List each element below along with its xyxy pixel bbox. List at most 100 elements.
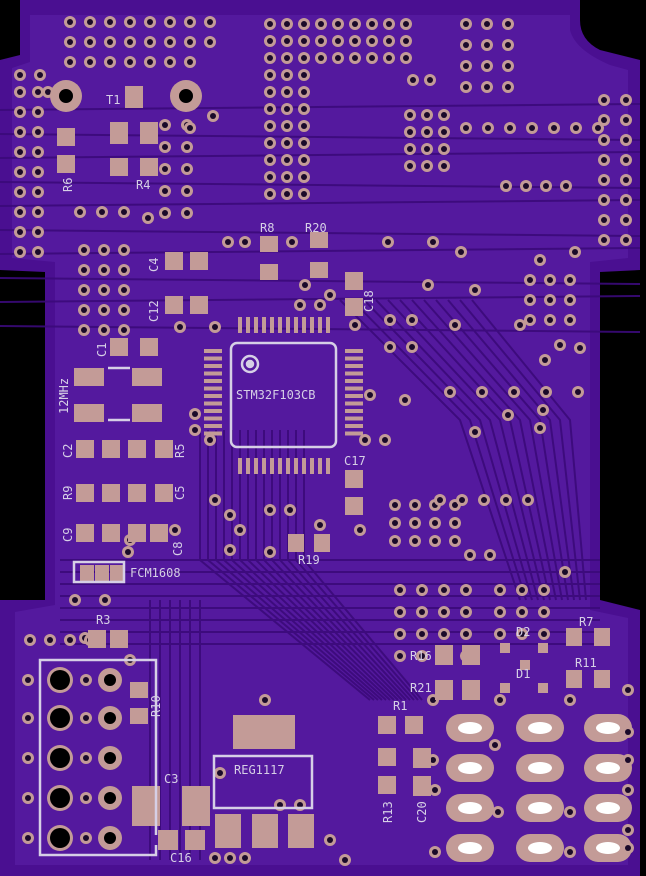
smd-pad	[204, 394, 222, 398]
via-hole	[17, 209, 23, 215]
via-hole	[101, 327, 107, 333]
via-hole	[386, 21, 392, 27]
via-hole	[386, 55, 392, 61]
via-hole	[121, 247, 127, 253]
via-hole	[301, 157, 307, 163]
via-hole	[519, 587, 525, 593]
via-hole	[505, 21, 511, 27]
label-d1: D1	[516, 667, 531, 681]
via-hole	[101, 287, 107, 293]
smd-pad	[182, 786, 210, 826]
via-hole	[17, 149, 23, 155]
label-r21: R21	[410, 681, 432, 695]
smd-pad	[128, 484, 146, 502]
via-hole	[542, 357, 548, 363]
via-hole	[623, 237, 629, 243]
via-hole	[547, 317, 553, 323]
via-hole	[67, 59, 73, 65]
via-hole	[458, 249, 464, 255]
via-hole	[419, 587, 425, 593]
via-hole	[167, 59, 173, 65]
via-hole	[301, 140, 307, 146]
oval-hole	[528, 802, 552, 814]
smd-pad	[155, 484, 173, 502]
smd-pad	[246, 458, 250, 474]
label-c2: C2	[61, 443, 75, 458]
via-hole	[412, 502, 418, 508]
via-hole	[403, 21, 409, 27]
via-hole	[287, 507, 293, 513]
via-hole	[517, 322, 523, 328]
via-hole	[184, 144, 190, 150]
via-hole	[551, 125, 557, 131]
via-hole	[301, 72, 307, 78]
smd-pad	[262, 458, 266, 474]
smd-pad	[345, 356, 363, 361]
via-hole	[623, 197, 629, 203]
via-hole	[601, 137, 607, 143]
via-hole	[403, 38, 409, 44]
smd-pad	[128, 440, 146, 458]
via-hole	[217, 770, 223, 776]
via-hole	[459, 497, 465, 503]
via-hole	[17, 109, 23, 115]
via-hole	[87, 39, 93, 45]
smd-pad	[294, 458, 298, 474]
via-hole	[625, 729, 631, 735]
via-hole	[267, 123, 273, 129]
via-hole	[107, 19, 113, 25]
via-hole	[318, 55, 324, 61]
via-hole	[17, 169, 23, 175]
via-hole	[187, 59, 193, 65]
via-hole	[284, 106, 290, 112]
label-fcm: FCM1608	[130, 566, 181, 580]
via-hole	[419, 609, 425, 615]
via-hole	[267, 38, 273, 44]
mcu-outline	[229, 341, 338, 449]
via-hole	[601, 237, 607, 243]
via-hole	[121, 209, 127, 215]
label-t1: T1	[106, 93, 121, 107]
via-hole	[25, 755, 31, 761]
via-hole	[463, 21, 469, 27]
label-r4: R4	[136, 178, 151, 192]
via-hole	[623, 137, 629, 143]
smd-pad	[204, 379, 222, 383]
label-r8: R8	[260, 221, 275, 235]
via-hole	[267, 507, 273, 513]
trace	[459, 299, 581, 601]
via-hole	[47, 637, 53, 643]
label-r16: R16	[410, 649, 432, 663]
via-hole	[107, 39, 113, 45]
smd-pad	[238, 317, 242, 333]
via-hole	[441, 609, 447, 615]
trace	[387, 299, 545, 601]
label-c18: C18	[362, 290, 376, 312]
via-hole	[352, 21, 358, 27]
via-hole	[382, 437, 388, 443]
via-hole	[192, 411, 198, 417]
smd-pad	[260, 264, 278, 280]
smd-pad	[310, 458, 314, 474]
via-hole	[625, 845, 631, 851]
via-hole	[472, 429, 478, 435]
via-hole	[407, 163, 413, 169]
via-hole	[81, 327, 87, 333]
smd-pad	[80, 565, 94, 581]
smd-pad	[190, 296, 208, 314]
pads	[14, 16, 634, 866]
via-hole	[547, 277, 553, 283]
via-hole	[503, 497, 509, 503]
via-hole	[563, 183, 569, 189]
jack-hole	[104, 674, 116, 686]
via-hole	[432, 538, 438, 544]
label-c9: C9	[61, 527, 75, 542]
via-hole	[424, 129, 430, 135]
smd-pad	[254, 458, 258, 474]
smd-pad	[314, 534, 330, 552]
via-hole	[83, 677, 89, 683]
via-hole	[369, 21, 375, 27]
via-hole	[267, 549, 273, 555]
via-hole	[409, 317, 415, 323]
via-hole	[385, 239, 391, 245]
